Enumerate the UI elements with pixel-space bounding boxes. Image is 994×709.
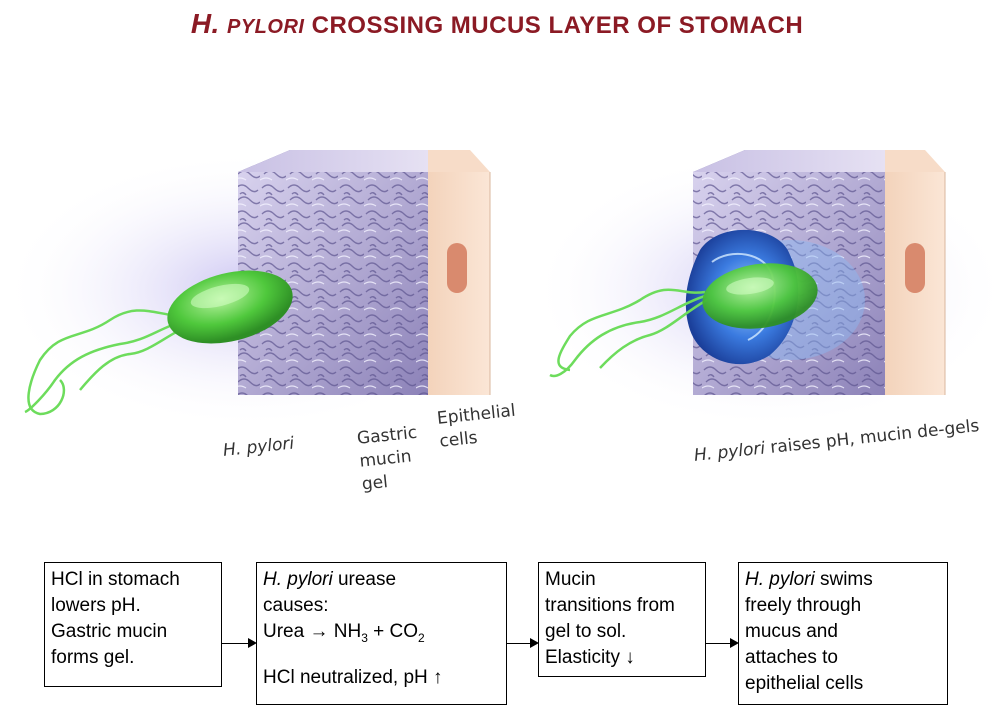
epithelial-block-right [885,150,946,395]
nucleus-left [447,243,467,293]
flow-arrow-2 [507,638,539,648]
right-scene [530,150,994,430]
bacterium-right [702,263,818,329]
left-scene [0,150,500,430]
label-mucin: Gastric mucin gel [356,422,419,495]
bacterium-left [167,270,293,344]
flow-step-1: HCl in stomach lowers pH. Gastric mucin … [44,562,222,687]
flagella-left [24,309,193,416]
illustration [0,150,994,430]
flagella-right [549,288,708,378]
diagram-title: H. pylori CROSSING MUCUS LAYER OF STOMAC… [190,8,804,39]
flow-step-3: Mucin transitions from gel to sol. Elast… [538,562,706,677]
flow-step-2: H. pylori urease causes: Urea → NH3 + CO… [256,562,507,705]
label-epithelial: Epithelial cells [436,400,517,452]
flow-arrow-1 [222,638,257,648]
flow-step-4: H. pylori swims freely through mucus and… [738,562,948,705]
epithelial-block-left [428,150,491,395]
nucleus-right [905,243,925,293]
mucin-block-left [238,150,428,395]
flow-arrow-3 [706,638,739,648]
